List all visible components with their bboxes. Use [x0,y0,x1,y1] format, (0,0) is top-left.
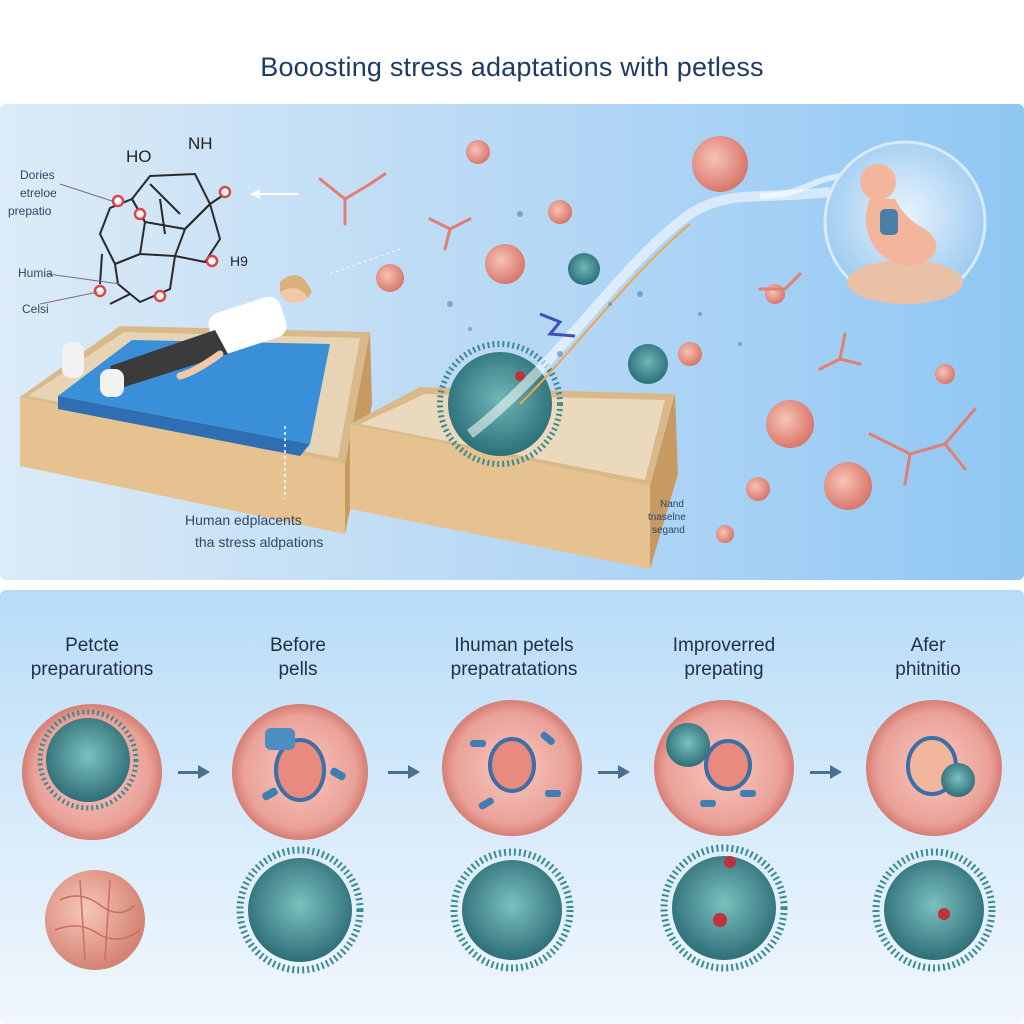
stages-illustration [22,700,1002,974]
stage-label-5-line2: phitnitio [895,659,961,680]
molecule-label-humia: Humia [18,266,53,280]
callout-line [39,291,99,305]
bottom-spiky-cell-5 [872,848,996,972]
atom-ho: HO [126,147,152,166]
atom-h9: H9 [230,253,248,269]
stage-label-1-line2: preparurations [30,659,154,680]
fetus-bubble [823,140,987,304]
stage-label-2: Before pells [208,634,388,682]
arrow-right-icon [618,765,630,779]
branch-cells [318,172,977,486]
arrow-right-icon [830,765,842,779]
stage-label-4: Improverred prepating [634,634,814,682]
caption-line1: Human edplacents [185,512,302,528]
mattress-box-left [20,274,372,534]
side-note-line3: segand [652,525,685,536]
stage-label-4-line1: Improverred [672,635,776,656]
side-note-line1: Nand [660,499,684,510]
bottom-spiky-cell-3 [450,848,574,972]
stage-label-5: Afer phitnitio [838,634,1018,682]
side-note-line2: tnaselne [648,512,686,523]
molecule-oxygen-atoms [93,185,232,303]
molecule-label-line1: Dories [20,168,55,182]
arrow-right-icon [198,765,210,779]
page-title: Booosting stress adaptations with petles… [260,52,764,82]
callout-line [47,273,121,285]
stage-label-3-line1: Ihuman petels [454,635,574,656]
caption-line2: tha stress aldpations [195,534,324,550]
stages-panel: Petcte preparurations Before pells Ihuma… [0,590,1024,1024]
stage-label-1: Petcte preparurations [2,634,182,682]
atom-nh: NH [188,134,213,153]
floating-cells [376,136,955,543]
molecule-label-celsi: Celsi [22,302,49,316]
arrow-right-icon [408,765,420,779]
stage-label-5-line1: Afer [910,635,946,656]
stage-cell-3 [442,700,582,836]
bottom-pink-cell [45,870,145,970]
stage-arrows [178,765,842,779]
droplets [447,211,742,357]
stage-cell-1 [22,704,162,840]
stage-cell-5 [866,700,1002,836]
stage-cell-2 [232,704,368,840]
stage-label-2-line1: Before [270,635,326,656]
bottom-spiky-cell-4 [660,844,788,972]
molecule-label-line2: etreloe [20,186,57,200]
stage-label-2-line2: pells [278,659,318,680]
stage-label-3: Ihuman petels prepatratations [424,634,604,682]
molecule-structure [98,172,226,305]
callout-line [59,183,116,203]
molecule-label-line3: prepatio [8,204,52,218]
stage-label-4-line2: prepating [684,659,764,680]
bottom-spiky-cell-2 [236,846,364,974]
scene-panel: HO NH H9 [0,104,1024,580]
stage-cell-4 [654,700,794,836]
stage-label-1-line1: Petcte [65,635,119,656]
stage-label-3-line2: prepatratations [450,659,578,680]
scene-illustration: HO NH H9 [20,134,987,569]
